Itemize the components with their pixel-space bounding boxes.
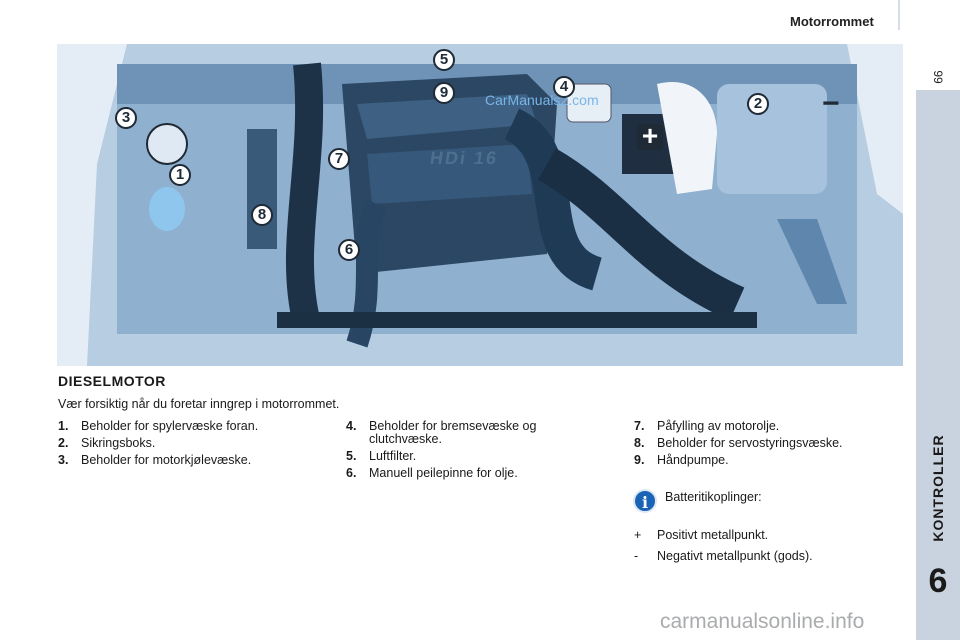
list-item: 3. Beholder for motorkjølevæske. xyxy=(58,454,328,467)
engine-bay-illustration: CarManuals2.com HDi 16 + − 1 2 3 4 5 6 7… xyxy=(57,44,903,366)
item-number: 5. xyxy=(346,449,357,463)
chapter-number-box xyxy=(916,560,960,640)
list-item: 9. Håndpumpe. xyxy=(634,454,904,467)
side-tab-strip xyxy=(916,90,960,560)
item-text: Luftfilter. xyxy=(369,449,417,463)
battery-points-list: + Positivt metallpunkt. - Negativt metallp… xyxy=(634,528,813,570)
callout-9: 9 xyxy=(433,82,455,104)
engine-badge: HDi 16 xyxy=(428,148,500,168)
callout-2: 2 xyxy=(747,93,769,115)
item-text: Beholder for servostyringsvæske. xyxy=(657,436,843,450)
legend-list-col1: 1. Beholder for spylervæske foran. 2. Sikr… xyxy=(58,420,328,471)
item-text: Sikringsboks. xyxy=(81,436,156,450)
callout-3: 3 xyxy=(115,107,137,129)
list-item: + Positivt metallpunkt. xyxy=(634,528,813,542)
item-number: 9. xyxy=(634,453,645,467)
legend-list-col3: 7. Påfylling av motorolje. 8. Beholder for… xyxy=(634,420,904,471)
point-text: Positivt metallpunkt. xyxy=(657,528,769,542)
item-number: 6. xyxy=(346,466,357,480)
item-number: 8. xyxy=(634,436,645,450)
item-text: Beholder for motorkjølevæske. xyxy=(81,453,252,467)
intro-text: Vær forsiktig når du foretar inngrep i m… xyxy=(58,397,340,411)
list-item: 2. Sikringsboks. xyxy=(58,437,328,450)
list-item: 6. Manuell peilepinne for olje. xyxy=(346,467,596,480)
point-text: Negativt metallpunkt (gods). xyxy=(657,549,813,563)
item-number: 2. xyxy=(58,436,69,450)
section-tab-label: KONTROLLER xyxy=(930,434,946,542)
footer-watermark: carmanualsonline.info xyxy=(660,610,865,633)
item-text: Håndpumpe. xyxy=(657,453,729,467)
item-number: 3. xyxy=(58,453,69,467)
callout-4: 4 xyxy=(553,76,575,98)
callout-6: 6 xyxy=(338,239,360,261)
item-text: Påfylling av motorolje. xyxy=(657,419,780,433)
legend-list-col2: 4. Beholder for bremsevæske og clutchvæsk… xyxy=(346,420,596,484)
illustration-watermark: CarManuals2.com xyxy=(485,92,599,108)
callout-7: 7 xyxy=(328,148,350,170)
callout-5: 5 xyxy=(433,49,455,71)
chapter-number: 6 xyxy=(928,562,948,600)
point-symbol: - xyxy=(634,549,639,563)
section-heading: DIESELMOTOR xyxy=(58,373,166,389)
list-item: - Negativt metallpunkt (gods). xyxy=(634,549,813,563)
list-item: 7. Påfylling av motorolje. xyxy=(634,420,904,433)
list-item: 8. Beholder for servostyringsvæske. xyxy=(634,437,904,450)
info-icon: i xyxy=(633,489,657,513)
item-number: 7. xyxy=(634,419,645,433)
item-text: Manuell peilepinne for olje. xyxy=(369,466,518,480)
item-text: Beholder for bremsevæske og clutchvæske. xyxy=(369,419,537,446)
item-number: 4. xyxy=(346,419,357,433)
battery-positive-symbol: + xyxy=(637,122,663,150)
point-symbol: + xyxy=(634,528,642,542)
list-item: 1. Beholder for spylervæske foran. xyxy=(58,420,328,433)
header-divider xyxy=(898,0,900,30)
page-title: Motorrommet xyxy=(790,14,874,29)
list-item: 4. Beholder for bremsevæske og clutchvæsk… xyxy=(346,420,596,446)
engine-bay-drawing xyxy=(57,44,903,366)
battery-negative-symbol: − xyxy=(822,87,840,120)
callout-8: 8 xyxy=(251,204,273,226)
item-text: Beholder for spylervæske foran. xyxy=(81,419,259,433)
callout-1: 1 xyxy=(169,164,191,186)
info-text: Batteritikoplinger: xyxy=(665,490,762,504)
item-number: 1. xyxy=(58,419,69,433)
list-item: 5. Luftfilter. xyxy=(346,450,596,463)
page-number: 99 xyxy=(931,70,945,84)
chapter-side-tab xyxy=(916,0,960,640)
